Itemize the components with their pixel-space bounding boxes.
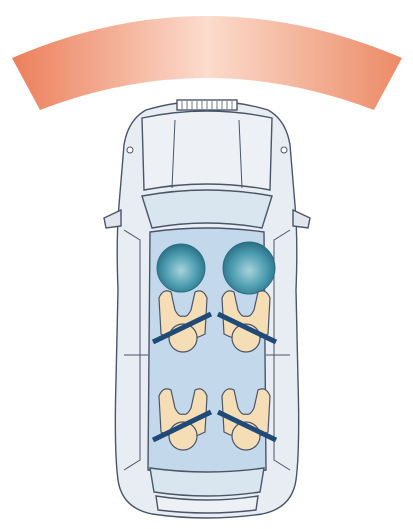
impact-zone-arc [12,16,402,110]
driver-airbag [157,244,205,292]
car-body [104,100,310,518]
passenger-airbag [223,242,275,294]
